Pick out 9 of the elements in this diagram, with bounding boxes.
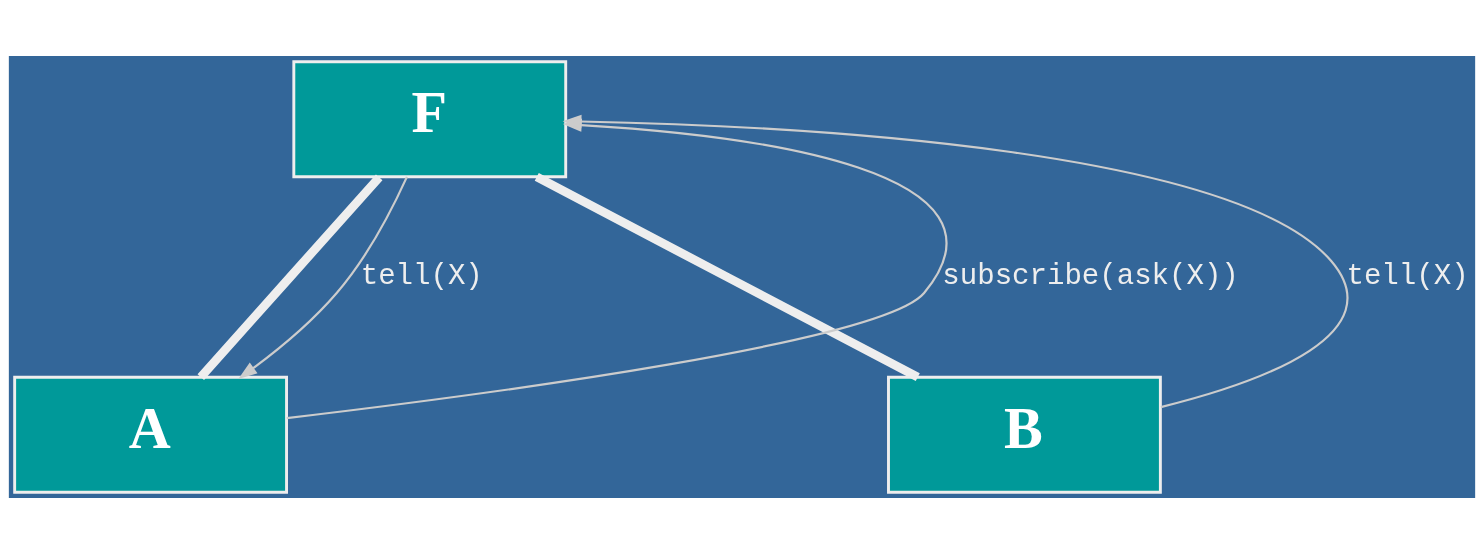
arrow bbox=[238, 176, 408, 379]
edge-label: tell(X) bbox=[1346, 260, 1469, 294]
node-box: F bbox=[292, 60, 568, 179]
edge-label: tell(X) bbox=[360, 260, 483, 294]
edge-label: subscribe(ask(X)) bbox=[942, 260, 1239, 294]
connector bbox=[197, 174, 383, 380]
node-box: B bbox=[887, 375, 1162, 494]
connector bbox=[534, 173, 920, 382]
node-box: A bbox=[13, 375, 288, 494]
